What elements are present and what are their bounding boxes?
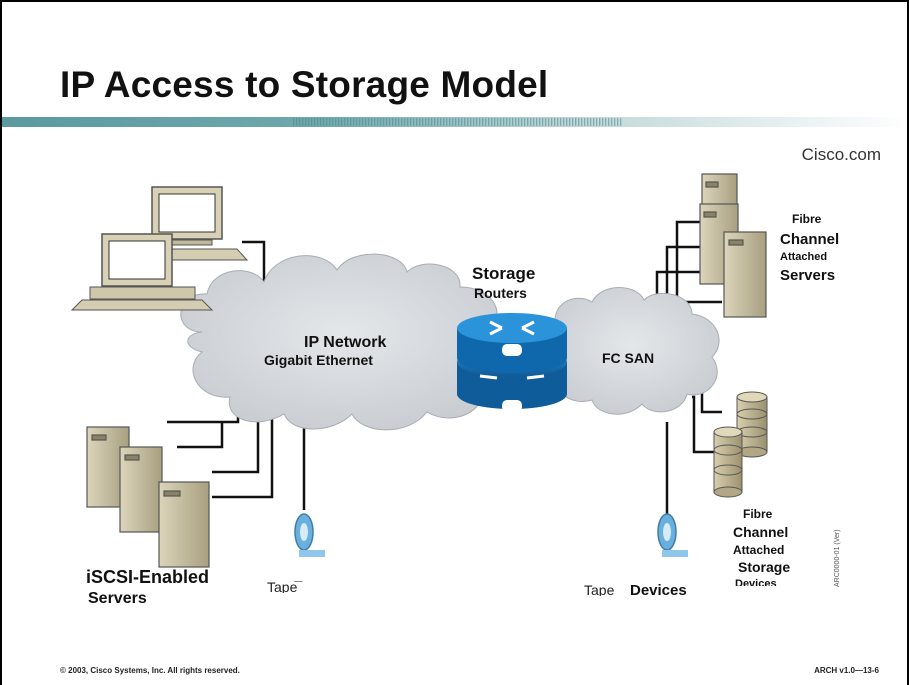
tape-left-label-a: Tape [267, 579, 298, 593]
course-code-footer: ARCH v1.0—13-6 [814, 666, 879, 675]
brand-label: Cisco.com [801, 145, 881, 164]
fc-servers-label-4: Servers [780, 267, 836, 284]
fc-server-icons [699, 173, 767, 318]
page-title: IP Access to Storage Model [60, 64, 549, 105]
tape-icon-right [657, 513, 688, 557]
storage-routers-label-1: Storage [472, 264, 536, 283]
ip-network-label: IP Network [304, 334, 387, 351]
tape-icon-left [294, 513, 325, 557]
slide-id-vertical: ARC0000-01 (Ver) [834, 529, 841, 587]
fc-storage-label-2: Channel [733, 524, 789, 540]
fc-servers-label-2: Channel [780, 231, 840, 248]
copyright-footer: © 2003, Cisco Systems, Inc. All rights r… [60, 666, 240, 675]
fc-storage-icons [713, 391, 768, 498]
fc-storage-label-4: Storage [738, 559, 791, 575]
tape-left-label-b: Tape [294, 572, 326, 582]
iscsi-server-icons [86, 426, 210, 568]
tape-right-label-a: Tape [584, 582, 615, 596]
fc-storage-label-5: Devices [735, 578, 777, 586]
fc-servers-label-1: Fibre [792, 212, 822, 226]
workstation-icon-2 [70, 233, 214, 311]
header-band [2, 117, 907, 127]
tape-right-label-b: Devices [630, 582, 687, 596]
fc-storage-label-1: Fibre [743, 507, 773, 521]
gigabit-ethernet-label: Gigabit Ethernet [264, 352, 373, 368]
storage-routers-label-2: Routers [474, 285, 527, 301]
fc-san-label: FC SAN [602, 350, 655, 366]
fc-storage-label-3: Attached [733, 543, 785, 557]
fc-servers-label-3: Attached [780, 251, 828, 263]
iscsi-servers-label-2: Servers [88, 590, 147, 606]
iscsi-servers-label-1: iSCSI-Enabled [86, 567, 210, 587]
storage-router-icon [457, 313, 567, 412]
